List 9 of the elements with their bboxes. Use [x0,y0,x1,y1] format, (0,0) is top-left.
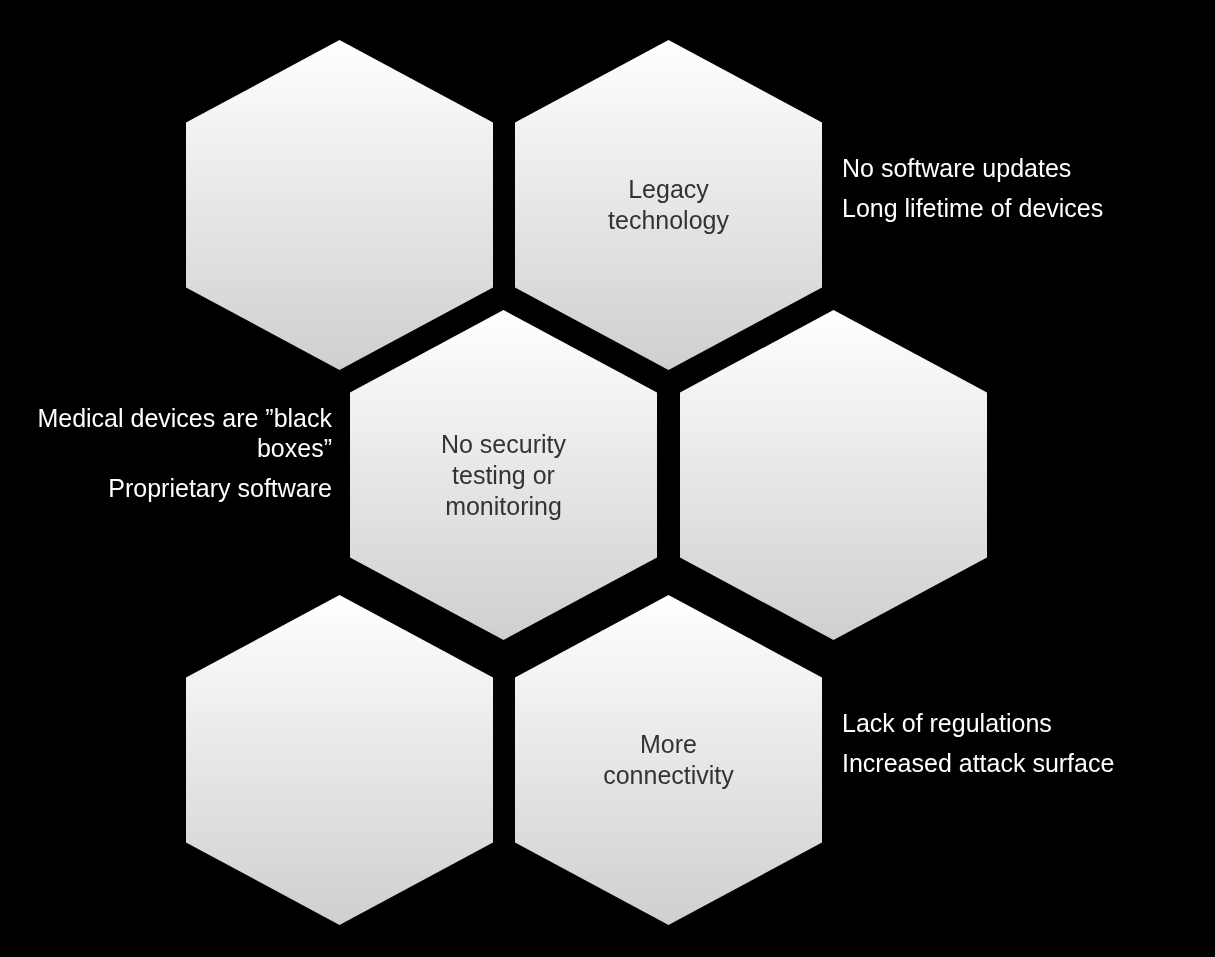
tile-label: More connectivity [602,729,735,791]
note-text: Lack of regulations [842,708,1052,738]
tile-label: No security testing or monitoring [439,428,567,522]
tile-label: Legacy technology [607,174,730,236]
note-text: No software updates [842,153,1072,183]
note-text: Medical devices are ”black boxes” [36,403,332,463]
note-text: Increased attack surface [842,748,1115,778]
note-text: Proprietary software [108,473,332,503]
note-text: Long lifetime of devices [842,193,1104,223]
